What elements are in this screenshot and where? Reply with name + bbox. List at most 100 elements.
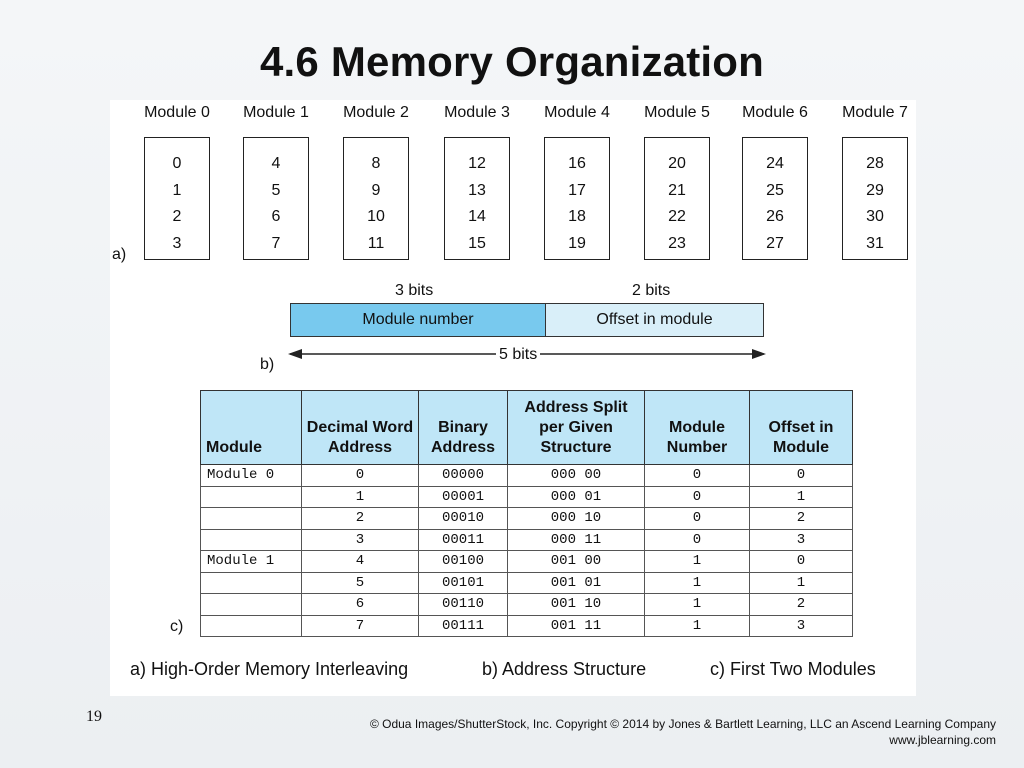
word-address: 0 — [172, 155, 182, 172]
word-address: 4 — [271, 155, 281, 172]
table-cell: 1 — [644, 593, 750, 616]
table-cell — [200, 528, 302, 551]
table-cell: 6 — [301, 593, 419, 616]
word-address: 30 — [866, 208, 884, 225]
table-cell: 2 — [749, 507, 853, 530]
word-address: 22 — [668, 208, 686, 225]
word-address: 24 — [766, 155, 784, 172]
word-address: 18 — [568, 208, 586, 225]
table-cell: Module 1 — [200, 550, 302, 573]
word-address: 13 — [468, 181, 486, 199]
total-bits-label: 5 bits — [496, 346, 541, 364]
table-cell: 0 — [749, 550, 853, 573]
word-address: 12 — [468, 155, 486, 172]
header-module-number: Module Number — [644, 390, 750, 465]
table-cell: 001 00 — [507, 550, 645, 573]
offset-bits-label: 2 bits — [632, 282, 671, 299]
word-address: 16 — [568, 155, 586, 172]
word-address: 10 — [367, 208, 385, 225]
word-address: 1 — [172, 181, 182, 199]
word-address: 11 — [367, 234, 385, 252]
part-b-label: b) — [260, 356, 275, 373]
table-cell: 0 — [644, 507, 750, 530]
table-cell: 000 11 — [507, 528, 645, 551]
slide-title: 4.6 Memory Organization — [259, 38, 765, 85]
table-cell: 0 — [749, 464, 853, 487]
word-address: 25 — [766, 181, 784, 199]
module-box: 0 1 2 3 — [144, 137, 210, 260]
module-bits-label: 3 bits — [395, 282, 434, 299]
credit-line-1: © Odua Images/ShutterStock, Inc. Copyrig… — [369, 717, 996, 731]
word-address: 7 — [271, 234, 281, 252]
word-address: 28 — [866, 155, 884, 172]
part-a-label: a) — [112, 246, 127, 263]
table-cell — [200, 571, 302, 594]
table-cell: 00010 — [418, 507, 508, 530]
table-cell: 00100 — [418, 550, 508, 573]
word-address: 23 — [668, 234, 686, 252]
word-address: 6 — [271, 208, 281, 225]
address-structure: Module number Offset in module — [290, 303, 764, 337]
address-table: Module Decimal Word Address Binary Addre… — [200, 390, 853, 637]
caption-a: a) High-Order Memory Interleaving — [130, 659, 409, 679]
table-cell: 00110 — [418, 593, 508, 616]
table-header-row: Module Decimal Word Address Binary Addre… — [200, 390, 853, 465]
table-cell: 000 10 — [507, 507, 645, 530]
word-address: 27 — [766, 234, 784, 252]
table-cell: 1 — [749, 571, 853, 594]
table-cell: 3 — [301, 528, 419, 551]
table-cell: 001 10 — [507, 593, 645, 616]
word-address: 19 — [568, 234, 586, 252]
table-cell: 3 — [749, 528, 853, 551]
module-label: Module 3 — [444, 104, 510, 121]
table-cell: 0 — [644, 485, 750, 508]
table-cell: 0 — [644, 528, 750, 551]
table-cell: 7 — [301, 614, 419, 637]
table-cell: Module 0 — [200, 464, 302, 487]
word-address: 8 — [371, 155, 381, 172]
table-cell: 2 — [301, 507, 419, 530]
table-cell: 1 — [301, 485, 419, 508]
word-address: 26 — [766, 208, 784, 225]
word-address: 5 — [271, 181, 281, 199]
credit-line-2: www.jblearning.com — [889, 733, 996, 747]
word-address: 31 — [866, 234, 884, 252]
table-cell: 000 01 — [507, 485, 645, 508]
word-address: 9 — [371, 181, 381, 199]
header-binary: Binary Address — [418, 390, 508, 465]
table-cell: 00001 — [418, 485, 508, 508]
table-cell: 00111 — [418, 614, 508, 637]
table-cell: 0 — [644, 464, 750, 487]
table-cell: 2 — [749, 593, 853, 616]
word-address: 2 — [172, 208, 182, 225]
module-label: Module 5 — [644, 104, 710, 121]
table-cell: 0 — [301, 464, 419, 487]
table-cell: 4 — [301, 550, 419, 573]
word-address: 15 — [468, 234, 486, 252]
header-offset: Offset in Module — [749, 390, 853, 465]
module-box: 4 5 6 7 — [243, 137, 309, 260]
part-c-label: c) — [170, 618, 184, 635]
word-address: 21 — [668, 181, 686, 199]
table-cell: 5 — [301, 571, 419, 594]
word-address: 3 — [172, 234, 182, 252]
module-box: 24 25 26 27 — [742, 137, 808, 260]
header-decimal: Decimal Word Address — [301, 390, 419, 465]
table-cell: 1 — [644, 571, 750, 594]
module-label: Module 6 — [742, 104, 808, 121]
table-cell: 3 — [749, 614, 853, 637]
module-label: Module 7 — [842, 104, 908, 121]
